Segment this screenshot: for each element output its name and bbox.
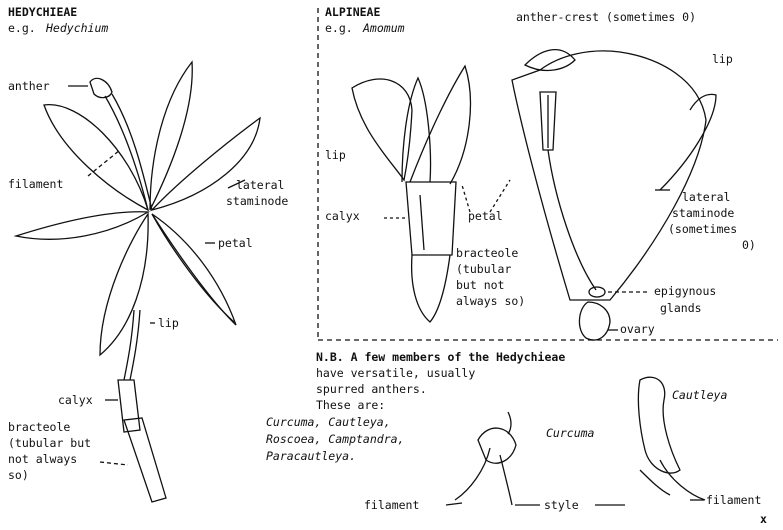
label-ovary: ovary: [620, 322, 655, 337]
label-anther-crest: anther-crest (sometimes 0): [516, 10, 696, 25]
hedychium-calyx: [118, 380, 140, 432]
hedychieae-example-prefix: e.g.: [8, 21, 36, 36]
label-lateral-alpineae-3: (sometimes: [668, 222, 737, 237]
amomum-bracteole: [412, 255, 450, 322]
label-bracteole-alpineae-1: bracteole: [456, 246, 518, 261]
label-bracteole-2: (tubular but: [8, 436, 91, 451]
label-lip-top: lip: [712, 52, 733, 67]
note-line-1: N.B. A few members of the Hedychieae: [316, 350, 565, 365]
label-calyx: calyx: [58, 393, 93, 408]
label-lateral-alpineae-4: 0): [742, 238, 756, 253]
amomum-lateral-staminode: [660, 94, 716, 190]
amomum-epigynous-glands: [589, 287, 605, 297]
label-bracteole-1: bracteole: [8, 420, 70, 435]
note-line-3: spurred anthers.: [316, 382, 427, 397]
hedychieae-example-genus: Hedychium: [46, 21, 108, 36]
label-calyx-alpineae: calyx: [325, 209, 360, 224]
label-epigynous-1: epigynous: [654, 284, 716, 299]
note-genera-3: Paracautleya.: [266, 449, 356, 464]
hedychium-left-petal: [16, 212, 148, 240]
label-bracteole-alpineae-3: but not: [456, 278, 504, 293]
alpineae-example-prefix: e.g.: [325, 21, 353, 36]
label-lateral-alpineae-2: staminode: [672, 206, 734, 221]
label-anther: anther: [8, 79, 50, 94]
label-filament: filament: [8, 177, 63, 192]
label-curcuma: Curcuma: [546, 426, 594, 441]
note-genera-1: Curcuma, Cautleya,: [266, 415, 391, 430]
amomum-calyx: [406, 182, 456, 255]
label-filament-left: filament: [364, 498, 419, 513]
label-filament-right: filament: [706, 493, 761, 508]
label-staminode: staminode: [226, 194, 288, 209]
curcuma-anther: [478, 428, 516, 463]
label-lateral: lateral: [236, 178, 284, 193]
label-epigynous-2: glands: [660, 301, 702, 316]
hedychium-anther: [90, 78, 112, 97]
note-line-4: These are:: [316, 398, 385, 413]
note-line-2: have versatile, usually: [316, 366, 475, 381]
amomum-flower-side: [352, 66, 470, 322]
label-style: style: [544, 498, 579, 513]
hedychieae-title: HEDYCHIEAE: [8, 5, 77, 20]
amomum-anther-crest: [525, 50, 575, 71]
label-petal: petal: [218, 236, 253, 251]
hedychium-tall-petal: [150, 62, 192, 210]
alpineae-example-genus: Amomum: [363, 21, 405, 36]
label-bracteole-alpineae-4: always so): [456, 294, 525, 309]
hedychium-lip: [100, 214, 148, 355]
corner-mark: x: [760, 512, 767, 527]
label-bracteole-3: not always: [8, 452, 77, 467]
label-lip: lip: [158, 316, 179, 331]
note-genera-2: Roscoea, Camptandra,: [266, 432, 404, 447]
amomum-style: [548, 150, 596, 290]
alpineae-title: ALPINEAE: [325, 5, 380, 20]
amomum-petal-right: [512, 51, 706, 300]
amomum-lip-left: [352, 79, 412, 180]
label-petal-alpineae: petal: [468, 209, 503, 224]
curcuma-stamen: [455, 412, 516, 505]
hedychium-right-petal: [152, 214, 236, 325]
label-lip-left: lip: [325, 148, 346, 163]
amomum-ovary: [579, 302, 610, 340]
label-bracteole-alpineae-2: (tubular: [456, 262, 511, 277]
label-lateral-alpineae-1: lateral: [682, 190, 730, 205]
label-bracteole-4: so): [8, 468, 29, 483]
label-cautleya: Cautleya: [672, 388, 727, 403]
